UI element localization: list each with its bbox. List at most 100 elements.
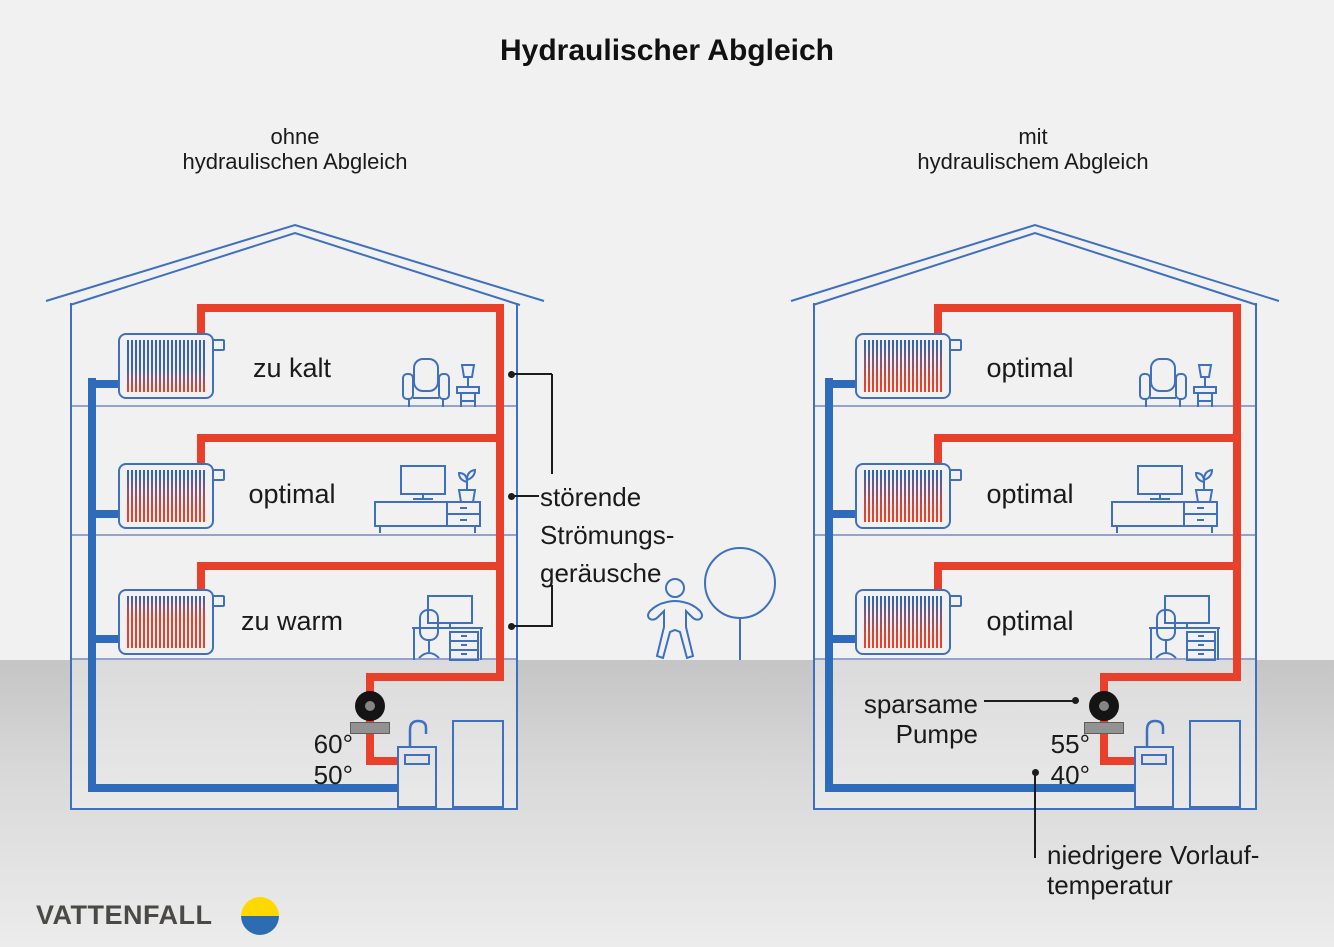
desk-chair-icon — [1135, 596, 1220, 664]
left-header-line2: hydraulischen Abgleich — [182, 149, 408, 174]
right-supply-run-3 — [934, 562, 1241, 570]
left-supply-temp: 60° — [313, 729, 353, 759]
left-supply-run-2 — [197, 434, 504, 442]
right-return-pipe-main — [825, 378, 833, 788]
left-floor2-label: optimal — [248, 479, 336, 509]
right-floor2-label: optimal — [986, 479, 1074, 509]
left-roof — [40, 220, 556, 310]
right-header-line2: hydraulischem Abgleich — [917, 149, 1149, 174]
flow-temp-label-line2: temperatur — [1047, 870, 1173, 900]
tree-icon — [700, 546, 780, 662]
radiator-valve — [949, 595, 962, 607]
right-return-temp: 40° — [1050, 760, 1090, 790]
right-boiler-display — [1141, 754, 1167, 765]
radiator-fins — [125, 596, 207, 648]
left-floor3-label: zu warm — [240, 606, 343, 636]
right-return-stub-1 — [825, 380, 857, 388]
right-supply-run-1 — [934, 304, 1241, 312]
right-pump — [1089, 691, 1119, 721]
right-radiator-3 — [855, 589, 962, 655]
logo-wordmark: VATTENFALL — [36, 900, 213, 930]
right-tank — [1189, 720, 1241, 808]
left-return-stub-3 — [88, 635, 120, 643]
left-return-pipe-main — [88, 378, 96, 788]
left-radiator-3 — [118, 589, 225, 655]
radiator-valve — [949, 339, 962, 351]
radiator-fins — [862, 470, 944, 522]
radiator-valve — [212, 595, 225, 607]
right-supply-leg-2 — [934, 434, 942, 465]
left-supply-run-1 — [197, 304, 504, 312]
noise-leader-h1 — [511, 373, 552, 375]
noise-label: störende Strömungs- geräusche — [540, 478, 710, 592]
right-floorline-1 — [815, 405, 1257, 407]
left-floorline-2 — [72, 534, 516, 536]
armchair-lamp-icon — [402, 357, 484, 409]
flow-temp-label: niedrigere Vorlauf- temperatur — [1047, 840, 1334, 900]
left-floorline-3 — [72, 658, 516, 660]
right-basement-run — [1100, 673, 1241, 681]
left-boiler-display — [404, 754, 430, 765]
right-supply-temp: 55° — [1050, 729, 1090, 759]
left-boiler-chimney — [399, 716, 435, 750]
right-return-stub-3 — [825, 635, 857, 643]
left-return-pipe-bottom — [88, 784, 399, 792]
right-floor1-label: optimal — [986, 353, 1074, 383]
left-column-header: ohne hydraulischen Abgleich — [95, 124, 495, 174]
pump-label: sparsame Pumpe — [843, 689, 978, 749]
pump-leader-line — [984, 700, 1076, 702]
left-basement-run — [366, 673, 504, 681]
left-radiator-1 — [118, 333, 225, 399]
right-return-stub-2 — [825, 510, 857, 518]
right-pump-base — [1084, 722, 1124, 734]
right-return-pipe-bottom — [825, 784, 1136, 792]
right-supply-leg-1 — [934, 304, 942, 335]
left-pump — [355, 691, 385, 721]
right-supply-run-2 — [934, 434, 1241, 442]
tv-sideboard-icon — [1112, 466, 1217, 538]
right-house-wall-left — [813, 303, 815, 810]
radiator-valve — [949, 469, 962, 481]
left-tank — [452, 720, 504, 808]
left-house-wall-left — [70, 303, 72, 810]
left-supply-leg-2 — [197, 434, 205, 465]
right-roof — [783, 220, 1299, 310]
right-radiator-2 — [855, 463, 962, 529]
right-house-wall-right — [1255, 303, 1257, 810]
tv-sideboard-icon — [375, 466, 480, 538]
left-supply-run-3 — [197, 562, 504, 570]
right-floor3-label: optimal — [986, 606, 1074, 636]
radiator-fins — [862, 340, 944, 392]
radiator-fins — [125, 470, 207, 522]
left-supply-pipe-main — [496, 304, 504, 681]
right-floorline-2 — [815, 534, 1257, 536]
right-boiler-chimney — [1136, 716, 1172, 750]
pump-label-line1: sparsame — [863, 689, 978, 719]
left-house-wall-right — [516, 303, 518, 810]
right-header-line1: mit — [1018, 124, 1048, 149]
noise-label-line3: geräusche — [540, 558, 662, 588]
person-icon — [645, 578, 707, 662]
left-boiler-jog — [366, 757, 399, 765]
left-return-stub-2 — [88, 510, 120, 518]
left-basement — [71, 660, 517, 808]
radiator-fins — [125, 340, 207, 392]
left-return-stub-1 — [88, 380, 120, 388]
noise-leader-v1 — [551, 374, 553, 474]
armchair-lamp-icon — [1139, 357, 1221, 409]
noise-label-line2: Strömungs- — [540, 520, 675, 550]
right-column-header: mit hydraulischem Abgleich — [833, 124, 1233, 174]
noise-leader-h3 — [511, 625, 552, 627]
flow-temp-label-line1: niedrigere Vorlauf- — [1047, 840, 1260, 870]
desk-chair-icon — [398, 596, 483, 664]
left-pump-base — [350, 722, 390, 734]
left-supply-leg-3 — [197, 562, 205, 592]
left-return-temp: 50° — [313, 760, 353, 790]
noise-leader-v2 — [551, 585, 553, 627]
left-boiler — [397, 746, 437, 808]
radiator-valve — [212, 339, 225, 351]
radiator-fins — [862, 596, 944, 648]
logo-circle-icon — [241, 897, 279, 935]
left-floorline-1 — [72, 405, 516, 407]
